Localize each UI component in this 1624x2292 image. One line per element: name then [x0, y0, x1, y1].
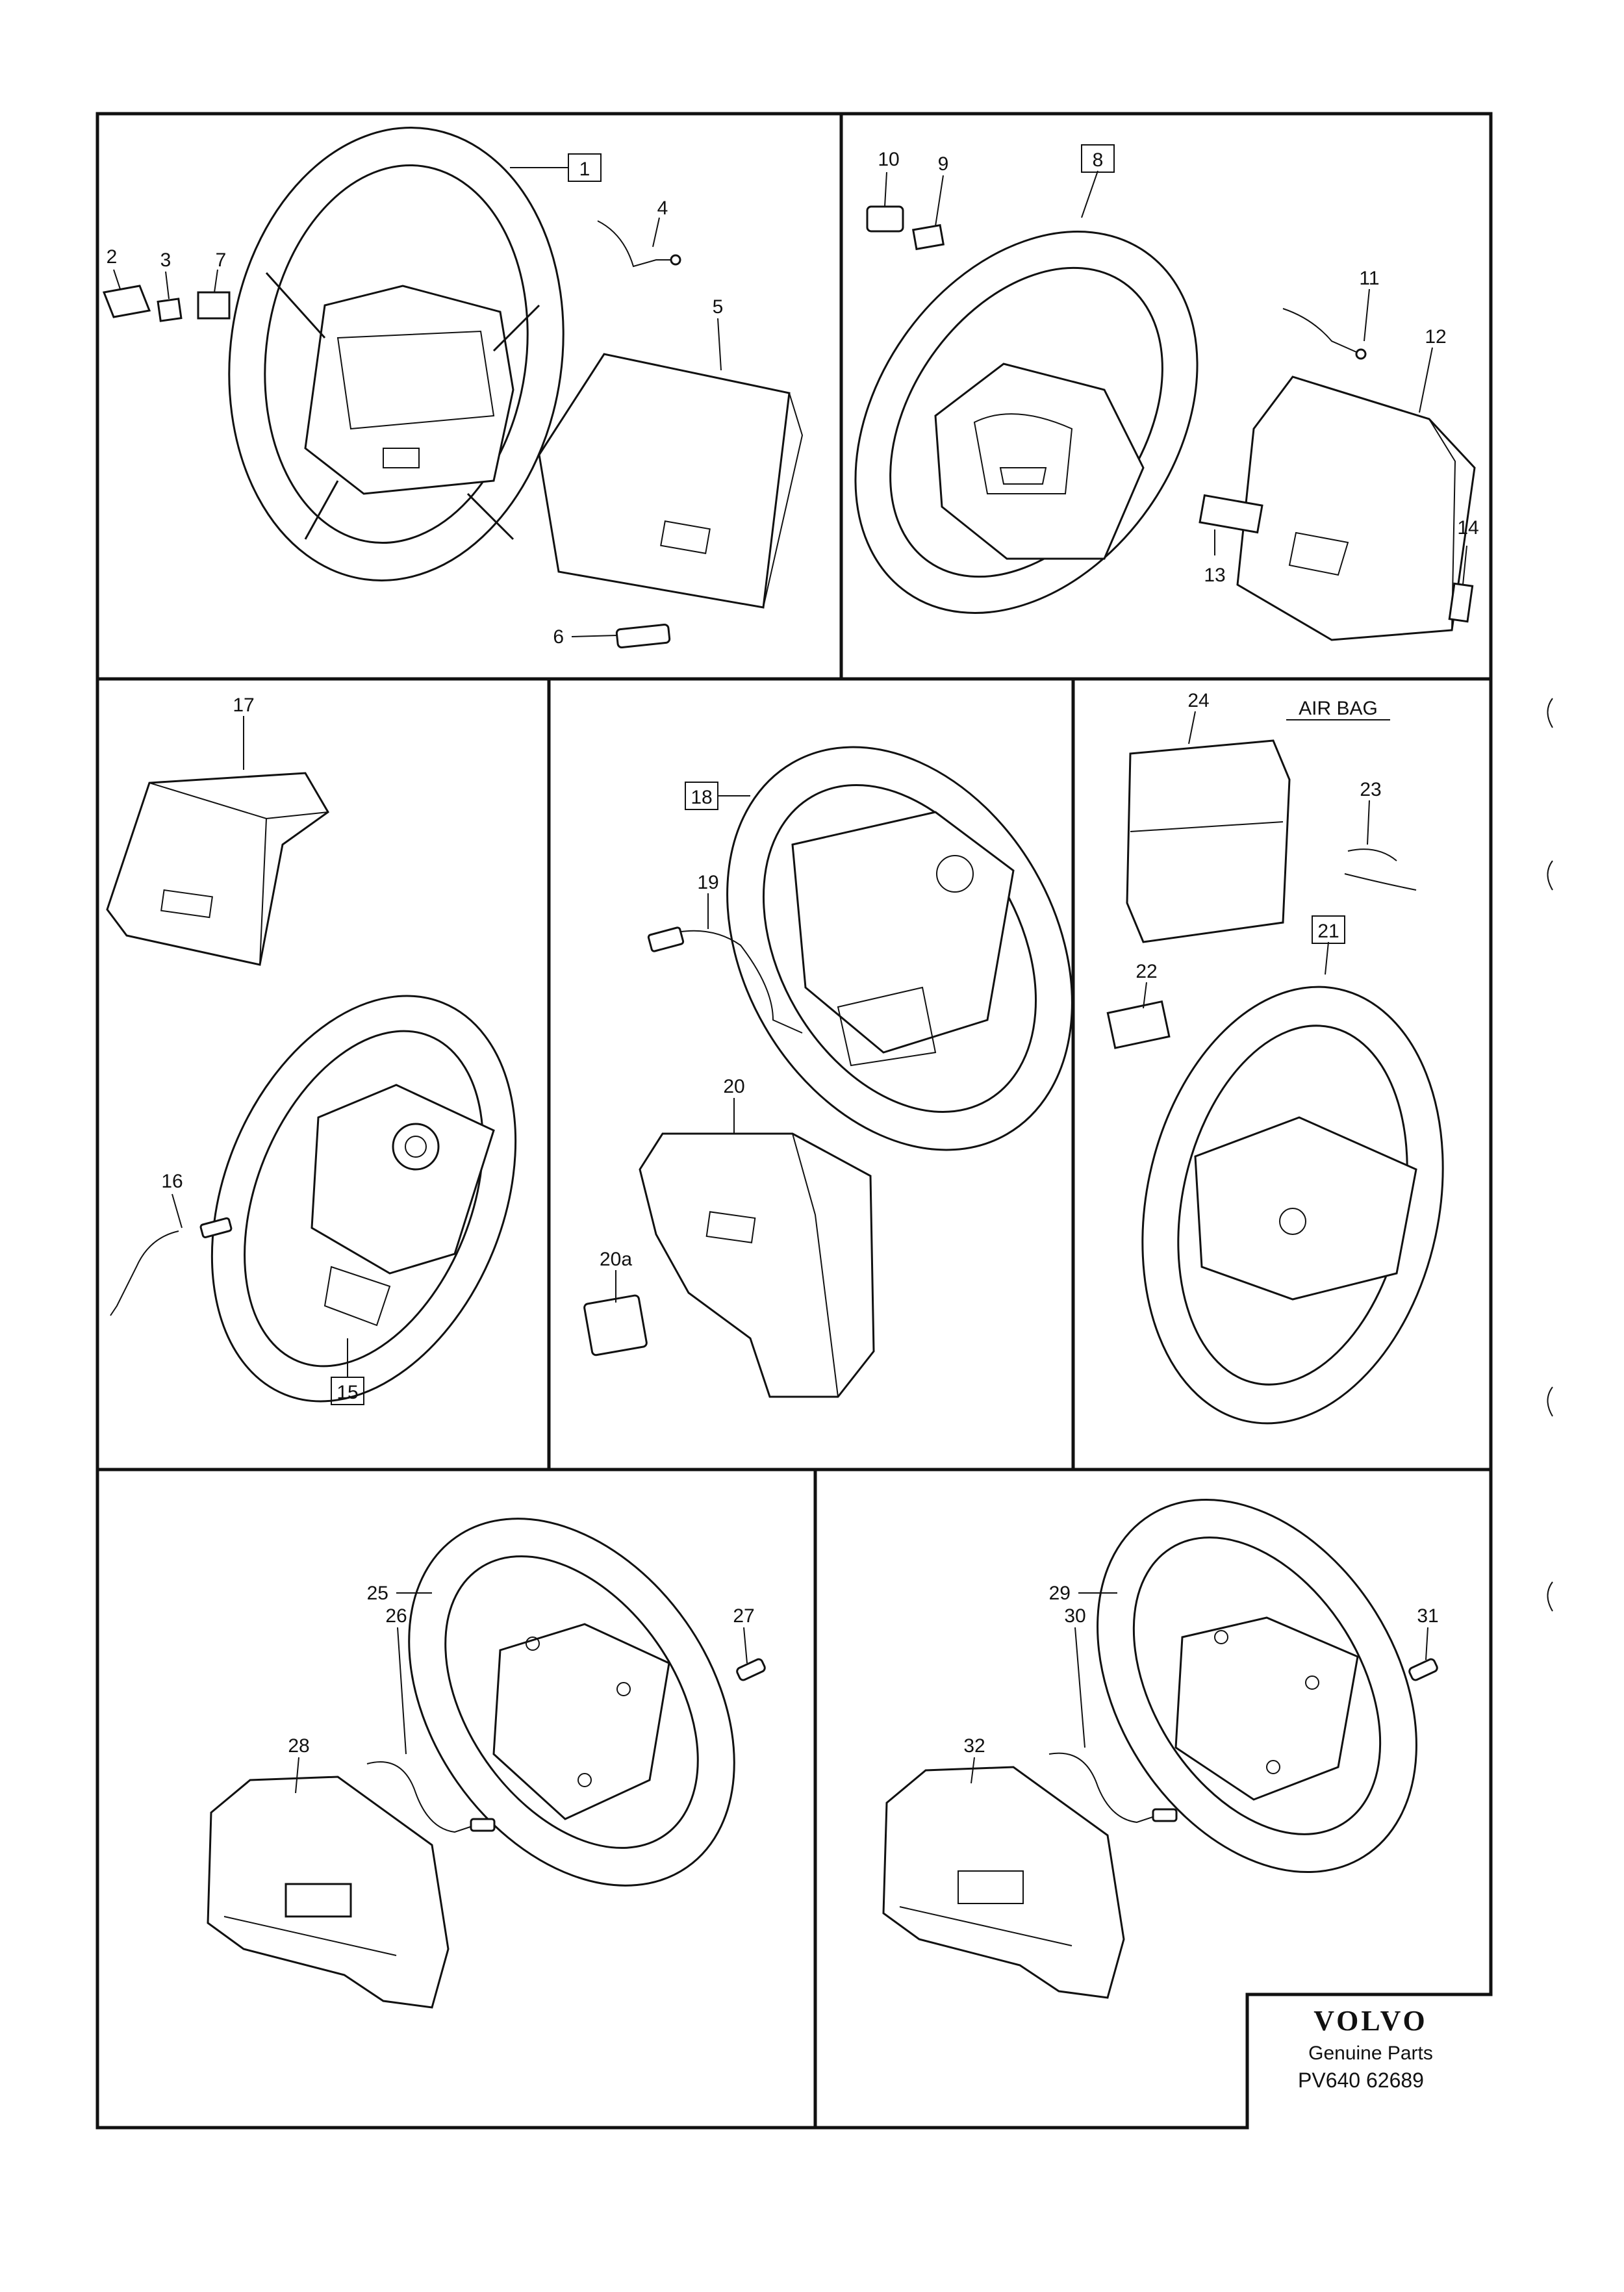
brand-logo: VOLVO — [1313, 2005, 1428, 2037]
callout-box-15 — [331, 1377, 364, 1405]
air-bag-title: AIR BAG — [1299, 698, 1378, 719]
steering-wheel-1 — [228, 127, 565, 581]
part-16-cable — [110, 1230, 179, 1316]
callout-32: 32 — [963, 1735, 985, 1757]
part-6-badge — [615, 623, 671, 649]
part-20a-bracket — [583, 1294, 648, 1356]
part-5-horn-pad — [538, 353, 804, 609]
part-32-airbag-module — [882, 1766, 1125, 1999]
callout-2: 2 — [107, 246, 118, 268]
part-28-airbag-module — [207, 1776, 450, 2009]
steering-wheel-15 — [210, 995, 517, 1403]
callout-12: 12 — [1425, 326, 1446, 348]
callout-6: 6 — [553, 626, 564, 648]
panel-4: 18 19 20 20a — [583, 746, 1073, 1398]
callout-box-8 — [1081, 144, 1115, 173]
callout-29: 29 — [1049, 1583, 1071, 1604]
panel-5-air-bag: AIR BAG 24 23 22 21 — [1106, 690, 1444, 1425]
callout-28: 28 — [288, 1735, 309, 1757]
callout-26: 26 — [385, 1605, 407, 1627]
part-17-horn-pad — [106, 772, 329, 966]
callout-27: 27 — [733, 1605, 754, 1627]
part-12-horn-pad — [1236, 376, 1476, 641]
callout-13: 13 — [1204, 565, 1225, 586]
part-4-cable — [597, 220, 676, 268]
panel-grid — [95, 112, 1493, 2130]
part-13-badge — [1199, 494, 1263, 534]
callout-30: 30 — [1064, 1605, 1085, 1627]
margin-marks — [1547, 698, 1553, 1612]
callout-14: 14 — [1457, 517, 1478, 539]
callout-9: 9 — [938, 153, 949, 175]
part-31-connector — [1408, 1658, 1438, 1681]
panel-3: 17 16 15 — [106, 694, 517, 1405]
steering-wheel-25 — [408, 1518, 735, 1887]
callout-16: 16 — [161, 1171, 183, 1192]
callout-8: 8 — [1093, 149, 1104, 171]
callout-22: 22 — [1136, 961, 1157, 982]
callout-21: 21 — [1317, 921, 1339, 942]
callout-31: 31 — [1417, 1605, 1438, 1627]
part-9-clip — [911, 223, 945, 251]
steering-wheel-8 — [854, 231, 1199, 614]
callout-15: 15 — [336, 1382, 358, 1403]
part-19-cable — [662, 930, 803, 1034]
part-2-cover — [102, 285, 151, 318]
part-30-cable — [1048, 1752, 1157, 1824]
panel-7: 29 30 31 32 — [882, 1498, 1439, 1999]
title-block: VOLVO Genuine Parts PV640 62689 — [1298, 2005, 1433, 2092]
part-20-horn-pad — [639, 1132, 875, 1398]
callout-20: 20 — [723, 1076, 744, 1097]
part-27-connector — [736, 1658, 766, 1681]
part-24-airbag-module — [1126, 739, 1291, 943]
callout-23: 23 — [1360, 779, 1381, 800]
part-3-clip — [157, 298, 183, 322]
callout-3: 3 — [160, 249, 171, 271]
callout-5: 5 — [713, 296, 724, 318]
part-7-switch — [197, 291, 231, 320]
part-14-clip — [1448, 582, 1474, 623]
drawing-code: PV640 62689 — [1298, 2069, 1424, 2092]
callout-18: 18 — [691, 787, 712, 808]
callout-7: 7 — [216, 249, 227, 271]
callout-17: 17 — [233, 694, 254, 716]
callout-20a: 20a — [600, 1249, 632, 1270]
callout-1: 1 — [579, 159, 590, 180]
callout-box-21 — [1312, 915, 1345, 944]
callout-10: 10 — [878, 149, 899, 170]
panel-6: 25 26 27 28 — [207, 1518, 766, 2009]
steering-wheel-18 — [726, 746, 1073, 1151]
panel-2: 8 10 9 11 12 13 14 — [854, 144, 1479, 641]
callout-box-18 — [685, 782, 718, 810]
part-11-cable — [1282, 308, 1362, 355]
callout-4: 4 — [657, 197, 668, 219]
steering-wheel-21 — [1141, 986, 1444, 1425]
part-10-cover — [866, 205, 904, 233]
callout-25: 25 — [367, 1583, 388, 1604]
brand-subtitle: Genuine Parts — [1308, 2043, 1433, 2064]
part-22-plate — [1106, 1000, 1171, 1049]
part-23-cable — [1344, 848, 1417, 891]
part-26-cable — [366, 1761, 475, 1833]
callout-24: 24 — [1187, 690, 1209, 711]
callout-19: 19 — [697, 872, 718, 893]
panel-1: 1 2 3 7 4 5 6 — [102, 127, 804, 649]
callout-box-1 — [568, 153, 602, 182]
steering-wheel-29 — [1097, 1498, 1417, 1874]
callout-11: 11 — [1359, 268, 1379, 289]
